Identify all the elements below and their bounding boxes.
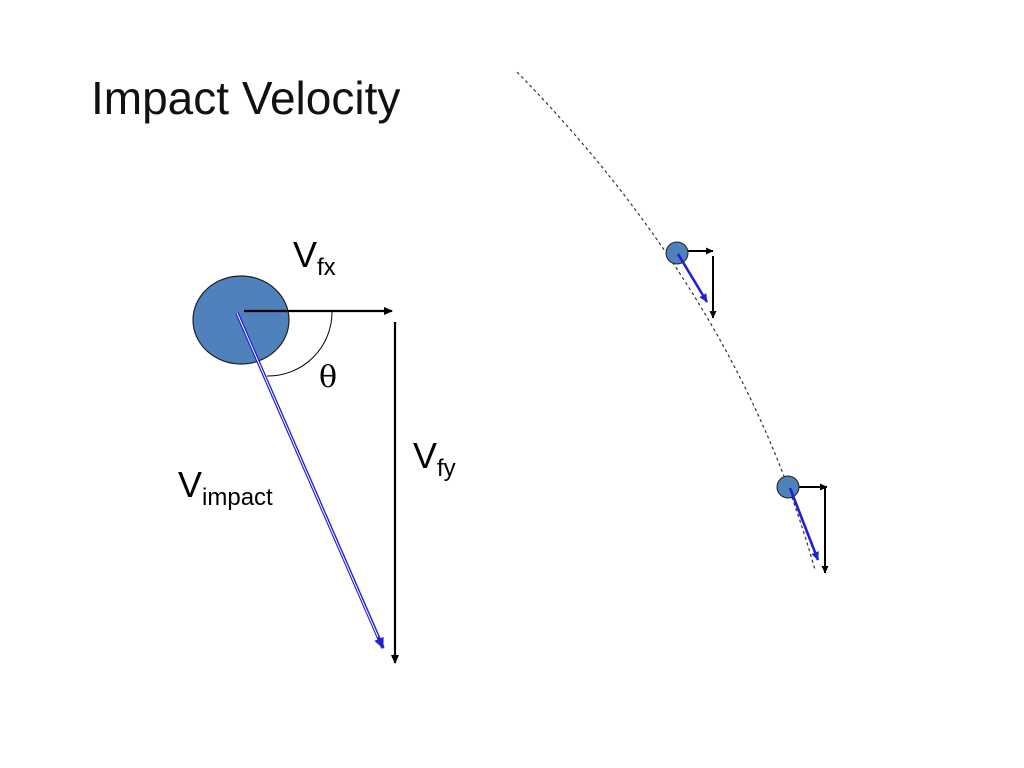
vfx-label: Vfx xyxy=(293,234,336,280)
vimpact-label-sub: impact xyxy=(202,484,273,511)
small-ball-2 xyxy=(776,475,800,499)
vfy-label-sub: fy xyxy=(437,455,456,482)
theta-arc xyxy=(266,311,333,377)
vfy-label: Vfy xyxy=(413,435,456,481)
small-ball-1 xyxy=(665,241,689,265)
vimpact-arrow-inner xyxy=(236,312,379,638)
trajectory-path xyxy=(516,71,816,571)
theta-label: θ xyxy=(319,360,338,395)
vimpact-label-main: V xyxy=(178,464,203,505)
small-vimpact-arrow-2 xyxy=(788,487,820,561)
slide-title: Impact Velocity xyxy=(91,72,401,124)
small-vimpact-arrow-1 xyxy=(676,253,709,303)
vfy-label-main: V xyxy=(413,435,438,476)
trajectory-ball-2-group xyxy=(776,475,829,574)
vfx-label-sub: fx xyxy=(317,254,336,281)
vimpact-label: Vimpact xyxy=(178,464,273,510)
trajectory-ball-1-group xyxy=(665,241,717,319)
vfx-label-main: V xyxy=(293,234,318,275)
